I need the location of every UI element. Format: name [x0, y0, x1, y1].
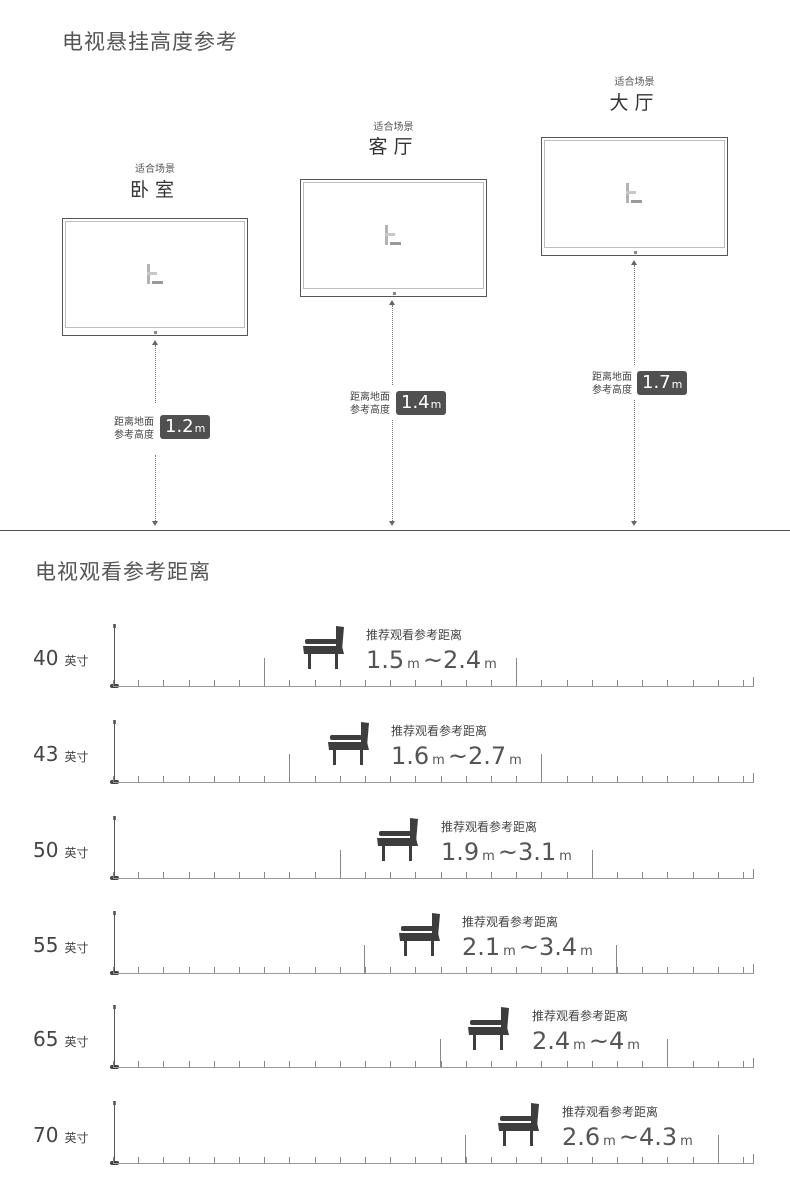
- tv-side-icon: [110, 816, 120, 882]
- range-max-marker: [718, 1135, 719, 1163]
- height-line: [634, 400, 635, 523]
- height-label: 距离地面参考高度: [350, 392, 390, 416]
- viewing-distance-title: 电视观看参考距离: [35, 560, 211, 584]
- brand-logo-icon: [385, 225, 401, 245]
- height-label: 距离地面参考高度: [592, 372, 632, 396]
- range-min-marker: [364, 945, 365, 973]
- recommend-label: 推荐观看参考距离: [462, 915, 559, 929]
- distance-ruler: [113, 782, 754, 783]
- recommend-label: 推荐观看参考距离: [391, 724, 488, 738]
- height-badge: 1.4m: [396, 391, 447, 415]
- range-min-marker: [340, 850, 341, 878]
- armchair-icon: [467, 1005, 515, 1051]
- scene-caption: 适合场景: [373, 122, 414, 133]
- height-line: [392, 305, 393, 385]
- height-badge: 1.2m: [160, 415, 211, 439]
- tv-icon: [300, 179, 487, 297]
- hanging-height-title: 电视悬挂高度参考: [62, 30, 238, 54]
- height-badge: 1.7m: [637, 371, 688, 395]
- height-line: [155, 345, 156, 403]
- range-max-marker: [667, 1039, 668, 1067]
- range-min-marker: [264, 658, 265, 686]
- distance-ruler: [113, 973, 754, 974]
- tv-side-icon: [110, 911, 120, 977]
- tv-icon: [541, 137, 728, 256]
- height-line: [155, 455, 156, 523]
- armchair-icon: [302, 624, 350, 670]
- range-min-marker: [440, 1039, 441, 1067]
- height-label: 距离地面参考高度: [114, 417, 154, 441]
- distance-ruler: [113, 878, 754, 879]
- range-max-marker: [541, 754, 542, 782]
- height-line: [634, 265, 635, 365]
- recommend-label: 推荐观看参考距离: [441, 820, 538, 834]
- recommend-label: 推荐观看参考距离: [532, 1009, 629, 1023]
- tv-side-icon: [110, 1005, 120, 1071]
- floor-line: [0, 530, 790, 531]
- tv-side-icon: [110, 1101, 120, 1167]
- scene-caption: 适合场景: [135, 164, 175, 175]
- recommend-label: 推荐观看参考距离: [366, 628, 463, 642]
- brand-logo-icon: [147, 264, 163, 284]
- room-name: 卧室: [129, 179, 180, 201]
- tv-side-icon: [110, 720, 120, 786]
- scene-caption: 适合场景: [614, 77, 655, 88]
- range-min-marker: [289, 754, 290, 782]
- range-max-marker: [516, 658, 517, 686]
- armchair-icon: [327, 720, 375, 766]
- room-name: 客厅: [368, 136, 419, 158]
- armchair-icon: [398, 911, 446, 957]
- distance-ruler: [113, 1067, 754, 1068]
- tv-hanging-hall: 适合场景 大厅: [541, 72, 728, 258]
- room-name: 大厅: [609, 92, 660, 114]
- tv-icon: [62, 218, 248, 336]
- armchair-icon: [376, 816, 424, 862]
- range-max-marker: [592, 850, 593, 878]
- tv-hanging-bedroom: 适合场景 卧室: [62, 158, 248, 338]
- brand-logo-icon: [626, 183, 642, 203]
- distance-ruler: [113, 686, 754, 687]
- recommend-label: 推荐观看参考距离: [562, 1105, 659, 1119]
- range-min-marker: [465, 1135, 466, 1163]
- tv-side-icon: [110, 624, 120, 690]
- height-line: [392, 420, 393, 523]
- range-max-marker: [616, 945, 617, 973]
- armchair-icon: [497, 1101, 545, 1147]
- tv-hanging-living-room: 适合场景 客厅: [300, 118, 487, 298]
- distance-ruler: [113, 1163, 754, 1164]
